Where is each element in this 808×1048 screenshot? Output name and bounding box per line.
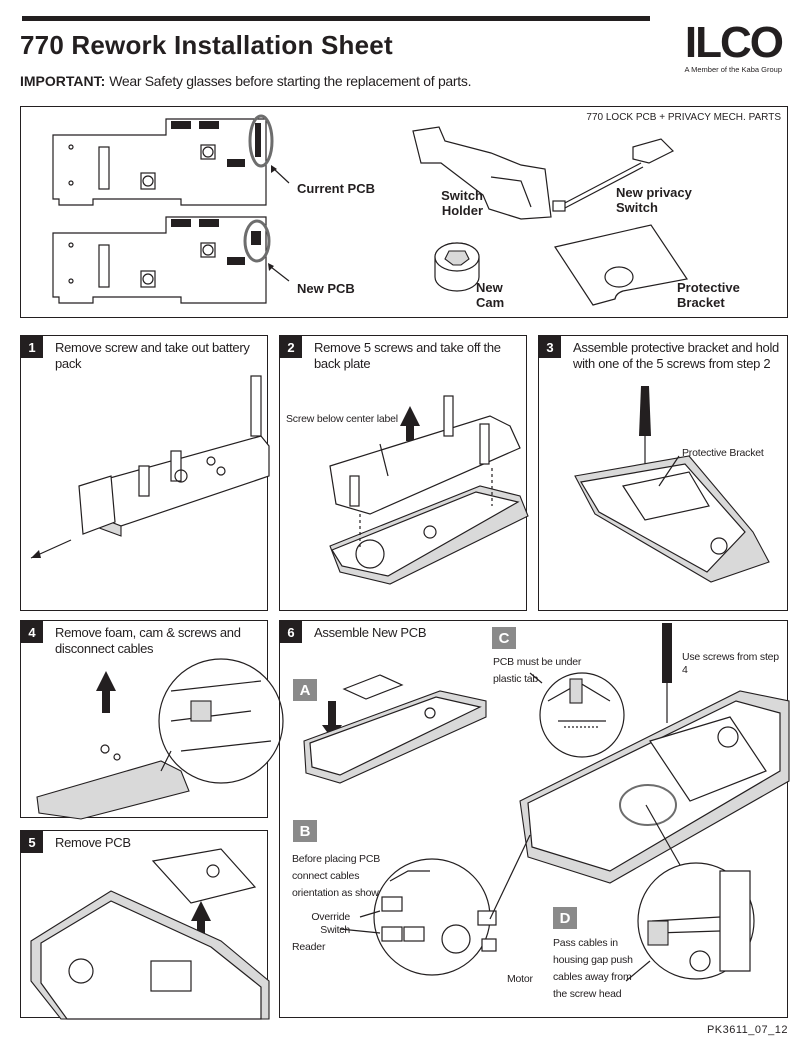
substep-a-badge: A (293, 679, 317, 701)
substep-b-badge: B (293, 820, 317, 842)
substep-b-text: Before placing PCB connect cables orient… (292, 853, 385, 899)
label-protective-bracket: Protective Bracket (677, 280, 740, 310)
important-line: IMPORTANT: Wear Safety glasses before st… (20, 73, 471, 89)
step-4-number: 4 (21, 621, 43, 643)
substep-d-badge: D (553, 907, 577, 929)
substep-c-badge: C (492, 627, 516, 649)
step-5-panel: 5 Remove PCB (20, 830, 270, 1020)
label-new-pcb: New PCB (297, 281, 355, 296)
parts-illustration (52, 114, 689, 306)
step-1-panel: 1 Remove screw and take out battery pack (20, 335, 270, 611)
step-1-illustration (30, 375, 270, 559)
step-1-title: Remove screw and take out battery pack (55, 340, 250, 371)
protective-bracket-drawing (554, 224, 689, 306)
housing-drawing (519, 690, 790, 884)
label-new-cam: New Cam (476, 280, 505, 310)
important-label: IMPORTANT: (20, 73, 106, 89)
logo-tagline: A Member of the Kaba Group (684, 65, 782, 74)
document-code: PK3611_07_12 (706, 1024, 788, 1036)
new-pcb-drawing (52, 216, 290, 304)
screws-note: Use screws from step 4 (682, 651, 779, 676)
step-2-panel: 2 Remove 5 screws and take off the back … (279, 335, 529, 611)
step-3-title: Assemble protective bracket and hold wit… (573, 340, 779, 371)
substep-b-detail (339, 834, 531, 976)
substep-b-override-label: Override Switch (311, 911, 350, 936)
parts-panel: 770 LOCK PCB + PRIVACY MECH. PARTS (20, 106, 788, 318)
step-1-number: 1 (21, 336, 43, 358)
current-pcb-drawing (52, 114, 290, 206)
substep-c-detail (529, 672, 625, 758)
step-5-number: 5 (21, 831, 43, 853)
step-2-number: 2 (280, 336, 302, 358)
substep-b-reader-label: Reader (292, 941, 326, 953)
step-2-illustration (329, 395, 529, 585)
step-6-illustration (303, 623, 790, 982)
step-5-illustration (30, 848, 270, 1020)
substep-d-text: Pass cables in housing gap push cables a… (553, 937, 633, 1000)
step-4-title: Remove foam, cam & screws and disconnect… (55, 625, 241, 656)
step-2-callout: Screw below center label (286, 413, 398, 425)
switch-holder-drawing (412, 126, 552, 220)
substep-c-text: PCB must be under plastic tab (493, 656, 582, 685)
step-3-panel: 3 Assemble protective bracket and hold w… (538, 335, 788, 611)
step-6-panel: 6 Assemble New PCB A B C D Before placin… (279, 620, 790, 1018)
step-3-callout: Protective Bracket (682, 447, 764, 459)
parts-caption: 770 LOCK PCB + PRIVACY MECH. PARTS (586, 112, 781, 123)
step-3-number: 3 (539, 336, 561, 358)
step-5-title: Remove PCB (55, 835, 131, 850)
step-3-illustration (574, 386, 770, 583)
label-new-privacy-switch: New privacy Switch (616, 185, 692, 215)
step-4-panel: 4 Remove foam, cam & screws and disconne… (20, 620, 284, 820)
substep-b-motor-label: Motor (507, 973, 533, 985)
new-cam-drawing (434, 242, 480, 292)
page-title: 770 Rework Installation Sheet (20, 30, 393, 60)
step-4-illustration (36, 658, 284, 820)
substep-a-drawing (303, 674, 487, 784)
step-6-title: Assemble New PCB (314, 625, 427, 640)
substep-d-detail (625, 804, 755, 982)
important-text: Wear Safety glasses before starting the … (109, 73, 472, 89)
logo-wordmark: ILCO (684, 18, 784, 67)
logo: ILCO A Member of the Kaba Group (660, 18, 790, 80)
privacy-switch-drawing (552, 138, 675, 212)
label-current-pcb: Current PCB (297, 181, 376, 196)
step-6-number: 6 (280, 621, 302, 643)
label-switch-holder: Switch Holder (441, 188, 483, 218)
step-2-title: Remove 5 screws and take off the back pl… (314, 340, 501, 371)
header-rule (22, 16, 650, 21)
